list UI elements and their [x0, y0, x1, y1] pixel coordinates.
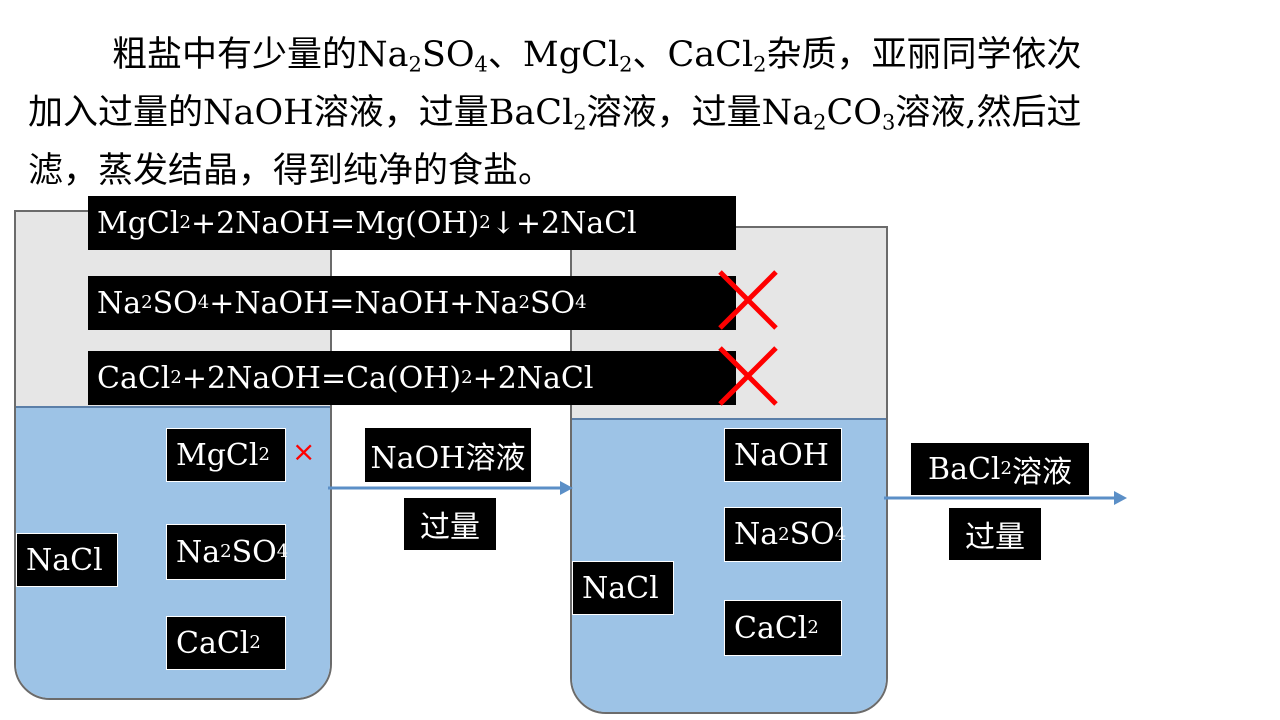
- label-nacl: NaCl: [16, 533, 118, 587]
- arrow-right-icon: [884, 491, 1127, 505]
- label-naoh: NaOH: [724, 428, 842, 482]
- label-nacl: NaCl: [572, 561, 674, 615]
- arrow-right-icon: [328, 481, 573, 495]
- intro-line-1: 粗盐中有少量的Na2SO4、MgCl2、CaCl2杂质，亚丽同学依次: [112, 35, 1082, 77]
- reagent-naoh-label: NaOH溶液: [364, 427, 532, 483]
- cross-mark-icon: [718, 270, 778, 330]
- intro-line-3: 滤，蒸发结晶，得到纯净的食盐。: [28, 151, 554, 191]
- intro-paragraph: 粗盐中有少量的Na2SO4、MgCl2、CaCl2杂质，亚丽同学依次 加入过量的…: [28, 26, 1228, 200]
- reagent-amount-label: 过量: [948, 507, 1042, 561]
- cross-mark-icon: [718, 346, 778, 406]
- small-cross-icon: ×: [292, 435, 316, 468]
- intro-line-2: 加入过量的NaOH溶液，过量BaCl2溶液，过量Na2CO3溶液,然后过: [28, 93, 1082, 135]
- reagent-amount-label: 过量: [403, 497, 497, 551]
